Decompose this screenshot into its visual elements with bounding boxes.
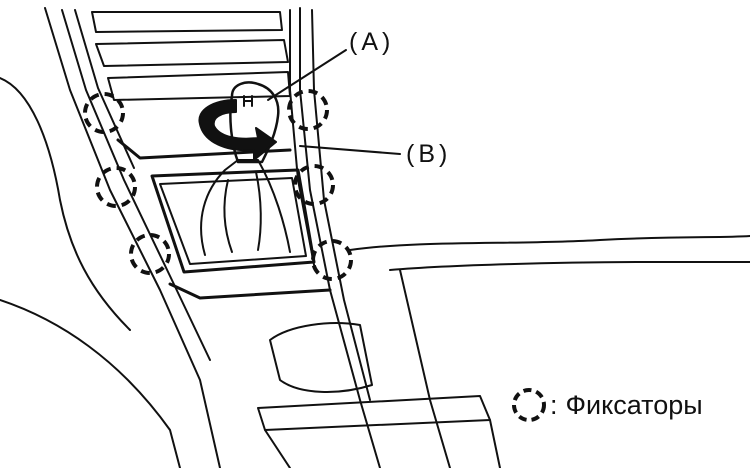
upper-panel-3 bbox=[107, 71, 291, 101]
clip-marker-left-upper bbox=[83, 92, 125, 134]
legend-label: Фиксаторы bbox=[565, 389, 703, 420]
leader-line-b bbox=[299, 145, 401, 155]
center-tray bbox=[269, 322, 373, 393]
gear-boot-fold-2 bbox=[255, 171, 262, 251]
leader-line-a bbox=[267, 49, 347, 101]
shifter-opening bbox=[150, 168, 316, 274]
gear-boot-fold-1 bbox=[223, 179, 233, 253]
right-floor-outline bbox=[389, 261, 750, 271]
clip-marker-right-lower bbox=[311, 239, 353, 281]
console-left-inner-edge-2 bbox=[74, 9, 135, 169]
callout-label-b: (B) bbox=[406, 140, 452, 168]
dashed-circle-icon bbox=[512, 388, 546, 422]
legend: : Фиксаторы bbox=[510, 386, 703, 424]
console-left-edge bbox=[44, 7, 221, 468]
armrest-front bbox=[257, 395, 491, 431]
clip-marker-right-upper bbox=[287, 89, 329, 131]
upper-panel-1 bbox=[91, 11, 283, 33]
trim-strip-lower bbox=[168, 282, 332, 300]
legend-separator: : bbox=[550, 389, 558, 420]
left-seat-outline bbox=[0, 77, 131, 331]
shifter-opening-inner bbox=[159, 177, 307, 265]
left-seat-lower-outline bbox=[0, 299, 181, 468]
rotation-arrow bbox=[198, 99, 277, 161]
clip-marker-left-middle bbox=[95, 166, 137, 208]
clip-marker-right-middle bbox=[293, 164, 335, 206]
gear-knob-pattern bbox=[243, 95, 253, 107]
right-panel-edge bbox=[399, 269, 451, 468]
trim-strip bbox=[116, 138, 292, 160]
armrest-side bbox=[264, 419, 501, 468]
upper-panel-2 bbox=[95, 39, 289, 67]
console-left-inner-edge bbox=[61, 9, 211, 361]
console-right-edge-2 bbox=[311, 9, 371, 401]
right-seat-outline bbox=[349, 235, 750, 251]
console-right-edge bbox=[299, 7, 381, 468]
callout-label-a: (A) bbox=[349, 28, 395, 56]
clip-marker-left-lower bbox=[129, 233, 171, 275]
